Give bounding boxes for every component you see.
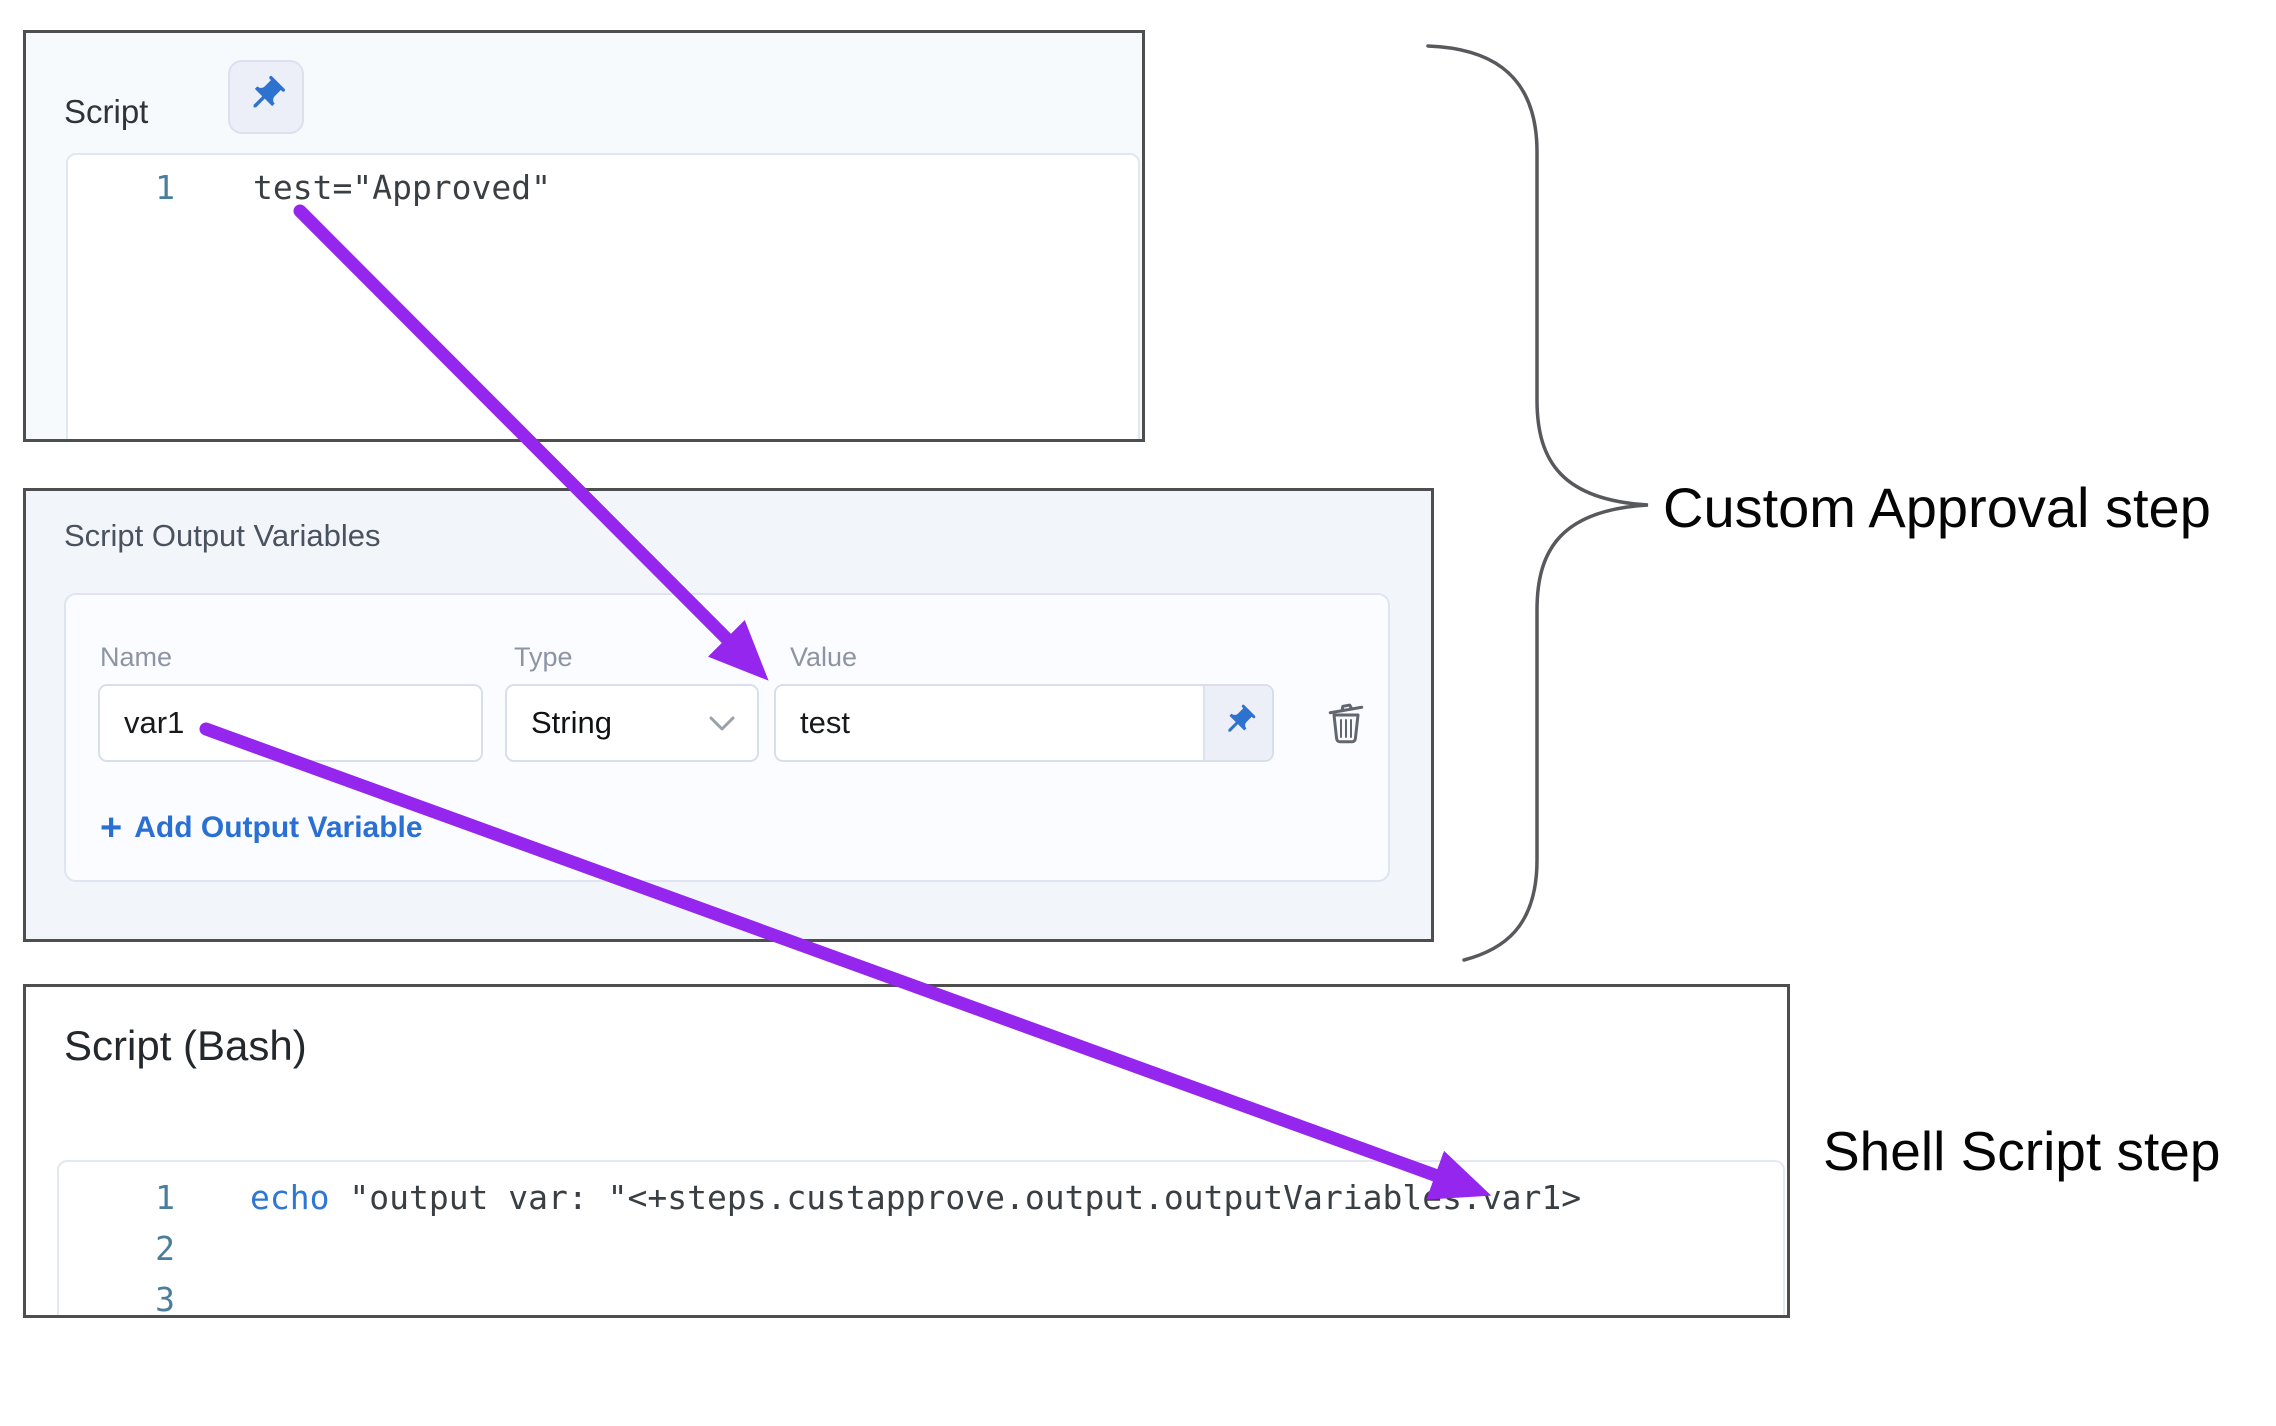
approval-script-code-editor[interactable]: 1 test="Approved"	[66, 153, 1140, 439]
shell-script-panel: Script (Bash) 1 echo "output var: "<+ste…	[23, 984, 1790, 1318]
value-column-label: Value	[790, 642, 858, 672]
code-line: 2	[59, 1225, 1783, 1273]
code-line: 3	[59, 1276, 1783, 1318]
variable-type-value: String	[531, 705, 612, 740]
custom-approval-step-label: Custom Approval step	[1663, 476, 2211, 539]
code-text: test="Approved"	[253, 168, 552, 207]
script-output-variables-panel: Script Output Variables Name Type Value …	[23, 488, 1434, 942]
value-pin-fixed-button[interactable]	[1203, 686, 1272, 760]
pushpin-icon	[245, 74, 287, 121]
line-number: 1	[155, 1178, 175, 1217]
shell-script-step-label: Shell Script step	[1823, 1120, 2221, 1182]
name-column-label: Name	[100, 642, 173, 672]
add-output-variable-button[interactable]: + Add Output Variable	[100, 808, 423, 848]
code-text: echo "output var: "<+steps.custapprove.o…	[250, 1174, 1581, 1222]
code-line: 1 echo "output var: "<+steps.custapprove…	[59, 1174, 1783, 1222]
trash-icon	[1322, 703, 1370, 751]
variable-value-input-group: test	[774, 684, 1274, 762]
type-column-label: Type	[514, 642, 573, 672]
variable-type-select[interactable]: String	[505, 684, 759, 762]
variable-name-value: var1	[124, 705, 185, 740]
curly-brace	[1426, 44, 1649, 962]
variable-value-input[interactable]: test	[776, 686, 1203, 760]
line-number: 3	[155, 1280, 175, 1318]
echo-keyword: echo	[250, 1178, 330, 1217]
line-number: 2	[155, 1229, 175, 1268]
pin-fixed-value-button[interactable]	[228, 60, 304, 134]
line-number: 1	[155, 168, 175, 207]
chevron-down-icon	[709, 716, 735, 731]
output-variables-card: Name Type Value var1 String test	[64, 593, 1390, 882]
pushpin-icon	[1221, 703, 1257, 744]
bash-code-editor[interactable]: 1 echo "output var: "<+steps.custapprove…	[57, 1160, 1785, 1318]
output-variables-title: Script Output Variables	[64, 518, 381, 553]
variable-name-input[interactable]: var1	[98, 684, 483, 762]
plus-icon: +	[100, 807, 123, 849]
variable-value-text: test	[800, 705, 850, 740]
bash-panel-title: Script (Bash)	[64, 1022, 307, 1069]
delete-variable-button[interactable]	[1322, 699, 1370, 747]
custom-approval-script-panel: Script 1 test="Approved"	[23, 30, 1145, 442]
code-line: 1 test="Approved"	[68, 164, 1138, 212]
code-rest: "output var: "<+steps.custapprove.output…	[329, 1178, 1582, 1217]
add-output-variable-label: Add Output Variable	[134, 811, 423, 844]
script-panel-title: Script	[64, 93, 149, 130]
